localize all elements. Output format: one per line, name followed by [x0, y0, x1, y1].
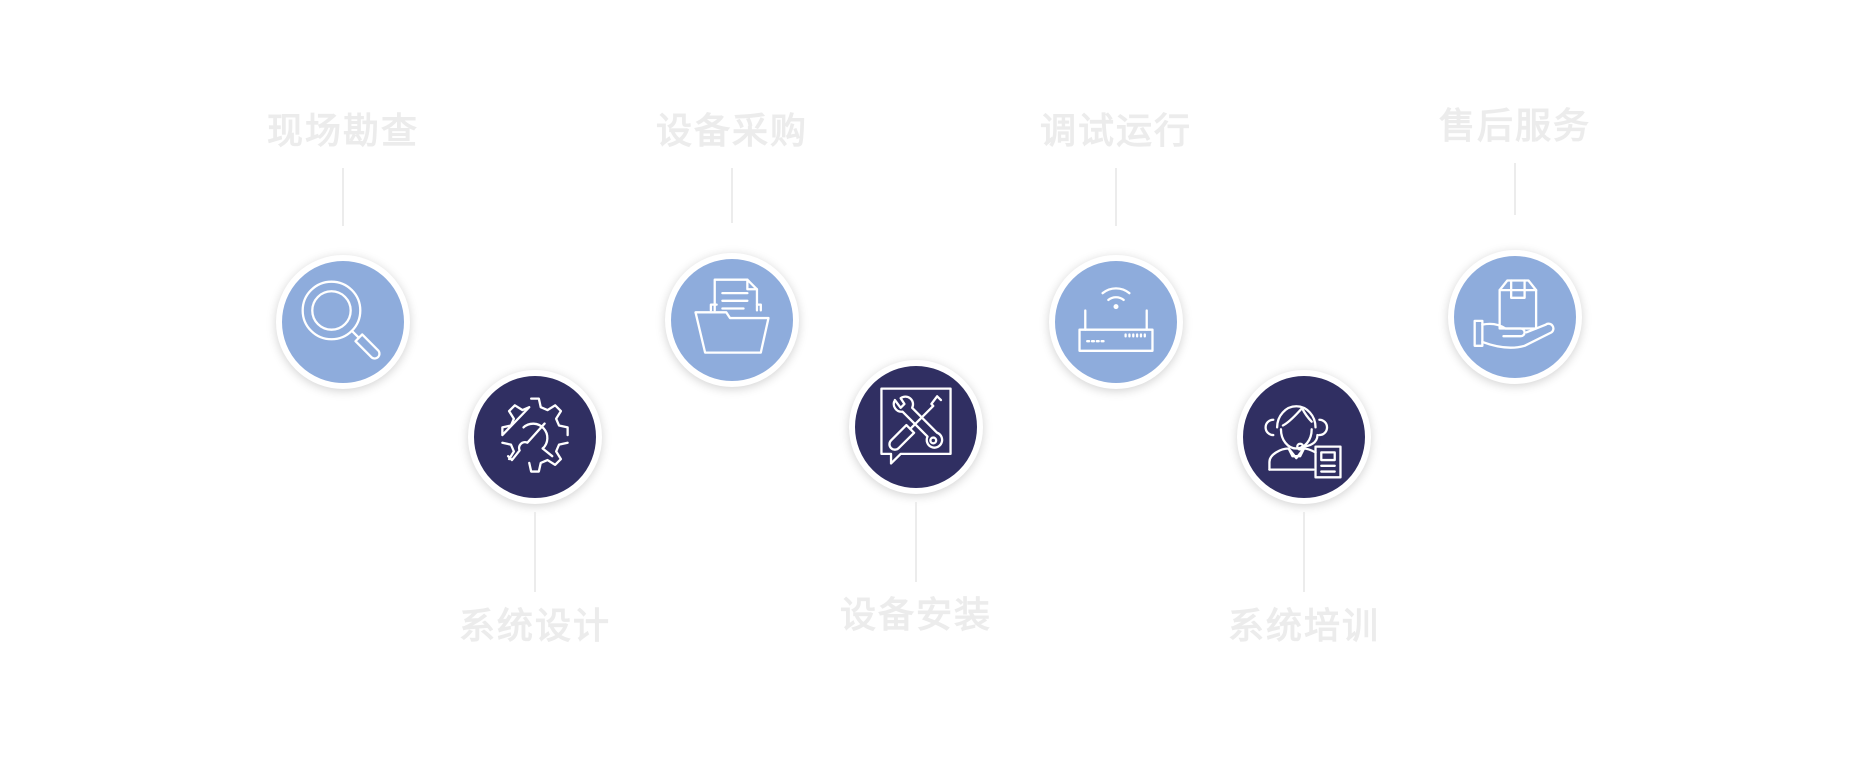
- tools-chat-icon: [880, 387, 952, 465]
- magnifier-icon: [301, 280, 381, 360]
- trainer-headset-icon: [1264, 405, 1342, 479]
- step-label: 设备采购: [655, 111, 808, 152]
- step-icon-circle: [1049, 255, 1183, 389]
- step-label: 调试运行: [1039, 111, 1192, 152]
- connector-line: [915, 502, 917, 582]
- step-icon-circle: [1448, 250, 1582, 384]
- gear-wrench-icon: [501, 397, 569, 473]
- step-equipment-installation: 设备安装: [766, 0, 1066, 636]
- step-label: 系统培训: [1227, 606, 1380, 647]
- step-label: 系统设计: [458, 606, 611, 647]
- step-icon-circle: [276, 255, 410, 389]
- step-commissioning: 调试运行: [966, 110, 1266, 630]
- step-system-design: 系统设计: [385, 0, 685, 647]
- connector-line: [1303, 512, 1305, 592]
- router-wifi-icon: [1078, 287, 1154, 352]
- step-icon-circle: [849, 360, 983, 494]
- step-icon-circle: [468, 370, 602, 504]
- step-icon-circle: [1237, 370, 1371, 504]
- step-equipment-purchase: 设备采购: [582, 110, 882, 630]
- step-label: 现场勘查: [266, 111, 419, 152]
- connector-line: [1115, 168, 1117, 226]
- folder-documents-icon: [694, 278, 770, 354]
- step-label: 设备安装: [839, 595, 992, 636]
- step-system-training: 系统培训: [1154, 0, 1454, 647]
- step-site-survey: 现场勘查: [193, 110, 493, 630]
- connector-line: [1514, 163, 1516, 215]
- hand-box-icon: [1473, 279, 1555, 349]
- step-icon-circle: [665, 253, 799, 387]
- connector-line: [731, 168, 733, 223]
- step-label: 售后服务: [1438, 106, 1591, 147]
- connector-line: [342, 168, 344, 226]
- connector-line: [534, 512, 536, 592]
- step-after-sales-service: 售后服务: [1365, 105, 1665, 625]
